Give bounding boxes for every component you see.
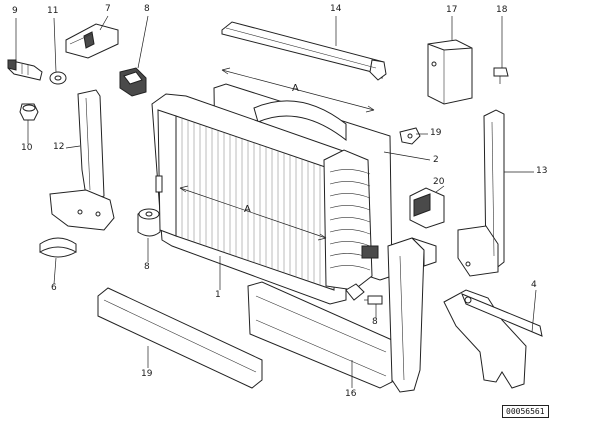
part-6-clamp: [39, 237, 77, 258]
callout-16: 16: [345, 389, 357, 399]
part-10-plug: [19, 103, 39, 121]
callout-1: 1: [215, 290, 221, 300]
callout-7: 7: [105, 4, 111, 14]
tank-rib: [329, 193, 371, 199]
callout-14: 14: [330, 4, 342, 14]
part-16-lower-duct: [247, 281, 393, 389]
part-8-mount-top: [119, 67, 147, 97]
part-15-deflector: [387, 237, 437, 393]
part-4-lower-bracket: [443, 289, 543, 389]
callout-20: 20: [433, 177, 445, 187]
part-11-washer: [49, 71, 67, 85]
tank-rib: [329, 241, 371, 247]
dimension-a-lower: [179, 185, 327, 241]
callout-9: 9: [12, 6, 18, 16]
part-14-upper-seal: [221, 21, 387, 81]
callout-19-lower: 19: [141, 369, 153, 379]
callout-8-lower: 8: [372, 317, 378, 327]
part-8-bolt-lower: [364, 295, 383, 305]
tank-rib: [329, 229, 371, 235]
dimension-a-lower-label: A: [244, 204, 251, 215]
part-7-clip: [65, 23, 119, 59]
dimension-a-upper-label: A: [292, 83, 299, 94]
callout-10: 10: [21, 143, 33, 153]
drawing-code: 00056561: [502, 405, 549, 418]
tank-rib: [329, 169, 371, 175]
part-20-bracket: [409, 187, 445, 229]
callout-8-mid: 8: [144, 262, 150, 272]
part-12-left-bracket: [49, 89, 115, 231]
callout-8-top: 8: [144, 4, 150, 14]
part-13-right-bracket: [457, 109, 505, 277]
callout-12: 12: [53, 142, 65, 152]
callout-19-upper: 19: [430, 128, 442, 138]
leader-lines: [15, 15, 537, 388]
callout-18: 18: [496, 5, 508, 15]
callout-11: 11: [47, 6, 59, 16]
callout-6: 6: [51, 283, 57, 293]
part-8-mount-mid: [137, 208, 161, 237]
tank-rib: [329, 265, 371, 271]
callout-17: 17: [446, 5, 458, 15]
callout-4: 4: [531, 280, 537, 290]
part-9-temp-switch: [7, 59, 43, 81]
tank-rib: [329, 181, 371, 187]
part-19-clip: [399, 127, 421, 145]
callout-13: 13: [536, 166, 548, 176]
part-17-control-box: [427, 39, 473, 105]
part-19-trim-strip: [97, 287, 263, 389]
callout-2: 2: [433, 155, 439, 165]
radiator-side-tank: [323, 149, 379, 301]
dimension-a-upper: [221, 67, 375, 113]
part-18-bolt: [493, 67, 509, 84]
part-1-radiator: [151, 93, 347, 305]
tank-rib: [329, 205, 371, 211]
tank-rib: [329, 217, 371, 223]
